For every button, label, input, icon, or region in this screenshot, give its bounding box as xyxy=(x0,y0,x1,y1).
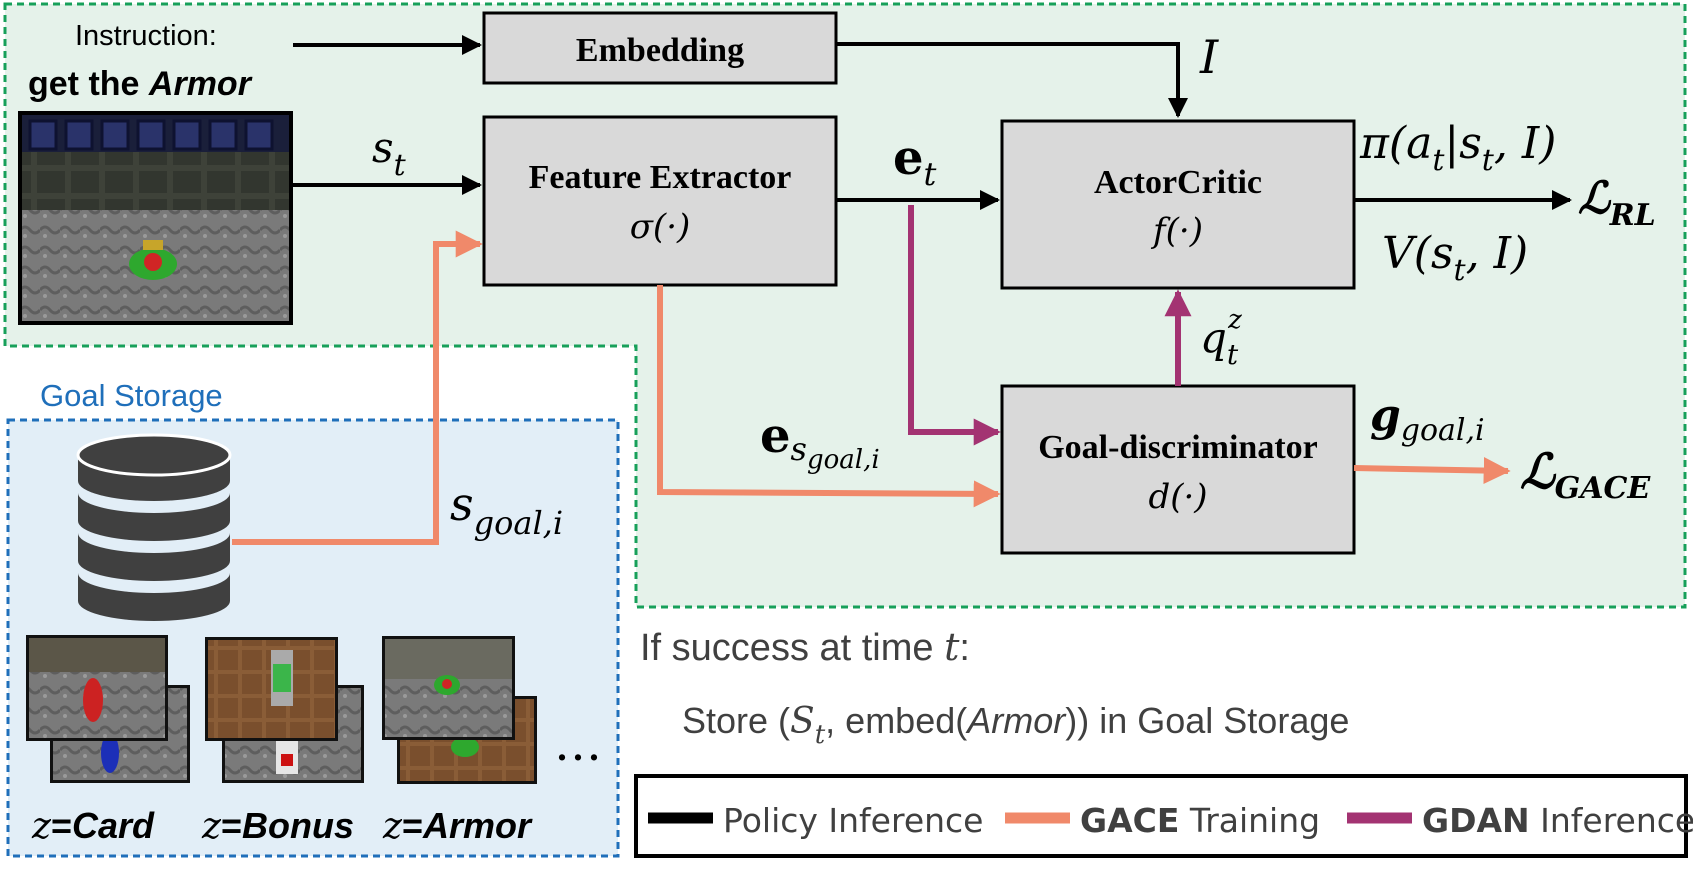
embedding-title: Embedding xyxy=(576,32,744,69)
goal-embedding-g-label: ggoal,i xyxy=(1370,390,1485,448)
success-store-text: Store (St, embed(Armor)) in Goal Storage xyxy=(682,700,1349,750)
goal-prob-label: qtz xyxy=(1200,305,1242,371)
legend-item-gace: GACE Training xyxy=(1005,801,1320,840)
legend-item-policy: Policy Inference xyxy=(648,801,984,840)
instruction-embedding-label: I xyxy=(1199,30,1219,84)
instruction-text: get the Armor xyxy=(28,65,253,103)
extractor-to-discriminator-arrow xyxy=(657,285,1001,508)
goal-db-to-extractor-arrow xyxy=(232,230,483,545)
embedding-to-actorcritic-arrow xyxy=(836,42,1188,118)
goal-discriminator-title: Goal-discriminator xyxy=(1038,429,1318,466)
et-to-discriminator-arrow xyxy=(908,205,1001,446)
legend-label-gdan: GDAN Inference xyxy=(1422,801,1693,840)
goal-label-armor: z=Armor xyxy=(382,805,533,847)
gace-loss-label: ℒGACE xyxy=(1520,444,1651,506)
embedding-box xyxy=(482,11,838,85)
goal-discriminator-box xyxy=(1000,384,1356,555)
state-frame-image xyxy=(18,111,293,325)
feature-extractor-fn: σ(·) xyxy=(630,207,691,247)
goal-storage-title: Goal Storage xyxy=(40,378,223,413)
goal-storage-ellipsis: … xyxy=(554,716,602,772)
feature-et-label: et xyxy=(893,130,937,193)
policy-label: π(at|st, I) xyxy=(1359,118,1556,178)
legend-label-policy: Policy Inference xyxy=(723,801,984,840)
actor-critic-box xyxy=(1000,119,1356,290)
success-condition-text: If success at time t: xyxy=(640,625,970,669)
legend-box xyxy=(634,774,1688,858)
database-icon xyxy=(76,433,232,621)
state-label: st xyxy=(372,123,407,183)
goal-state-label: sgoal,i xyxy=(450,477,563,542)
discriminator-to-gace-loss-arrow xyxy=(1353,457,1511,485)
actor-critic-title: ActorCritic xyxy=(1094,164,1262,201)
goal-thumbnail-armor xyxy=(382,636,537,784)
goal-label-card: z=Card xyxy=(31,805,155,847)
instruction-label: Instruction: xyxy=(75,20,217,52)
legend-label-gace: GACE Training xyxy=(1080,801,1320,840)
value-label: V(st, I) xyxy=(1382,228,1528,288)
goal-thumbnail-card xyxy=(26,635,190,783)
actor-critic-fn: f(·) xyxy=(1150,211,1203,251)
goal-discriminator-fn: d(·) xyxy=(1148,477,1207,517)
feature-extractor-title: Feature Extractor xyxy=(529,159,792,196)
goal-feature-label: esgoal,i xyxy=(760,408,880,475)
goal-thumbnail-bonus xyxy=(205,637,364,783)
goal-label-bonus: z=Bonus xyxy=(201,805,354,847)
feature-extractor-box xyxy=(482,115,838,287)
legend-item-gdan: GDAN Inference xyxy=(1347,801,1693,840)
rl-loss-label: ℒRL xyxy=(1578,173,1656,233)
